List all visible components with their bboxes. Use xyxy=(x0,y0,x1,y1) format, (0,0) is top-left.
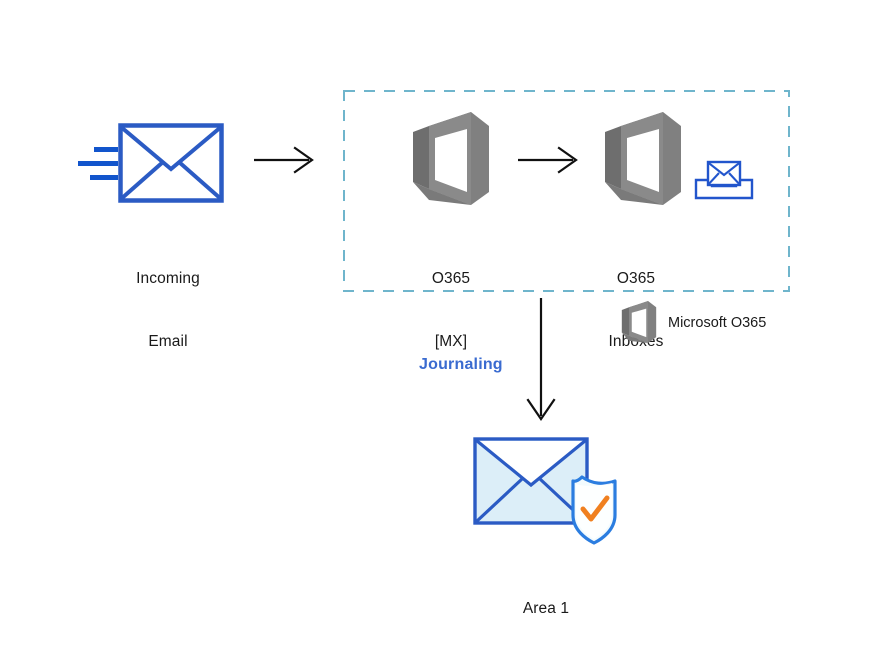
arrow-right-icon xyxy=(254,146,316,174)
o365-mx-label-line1: O365 xyxy=(431,270,471,287)
incoming-email-label-line1: Incoming xyxy=(136,270,200,287)
arrow-down-icon xyxy=(524,298,560,422)
office365-icon xyxy=(601,110,685,207)
journaling-edge-label: Journaling xyxy=(419,356,503,373)
inbox-envelope-icon xyxy=(694,159,754,201)
legend-item-label: Microsoft O365 xyxy=(668,315,767,331)
o365-inboxes-label-line1: O365 xyxy=(616,270,656,287)
area1-caption: Area 1 email security xyxy=(463,556,629,653)
envelope-icon xyxy=(118,123,224,203)
arrow-right-icon xyxy=(518,146,580,174)
legend-office365-icon xyxy=(620,300,658,344)
shielded-envelope-icon xyxy=(472,435,632,545)
speed-lines-icon xyxy=(78,142,120,186)
incoming-email-label-line2: Email xyxy=(148,333,188,350)
area1-label-line1: Area 1 xyxy=(522,600,570,617)
o365-mx-caption: O365 [MX] xyxy=(386,226,516,394)
o365-mx-label-line2: [MX] xyxy=(434,333,468,350)
office365-icon xyxy=(409,110,493,207)
o365-boundary-group xyxy=(343,90,790,292)
incoming-email-caption: Incoming Email xyxy=(98,226,238,394)
